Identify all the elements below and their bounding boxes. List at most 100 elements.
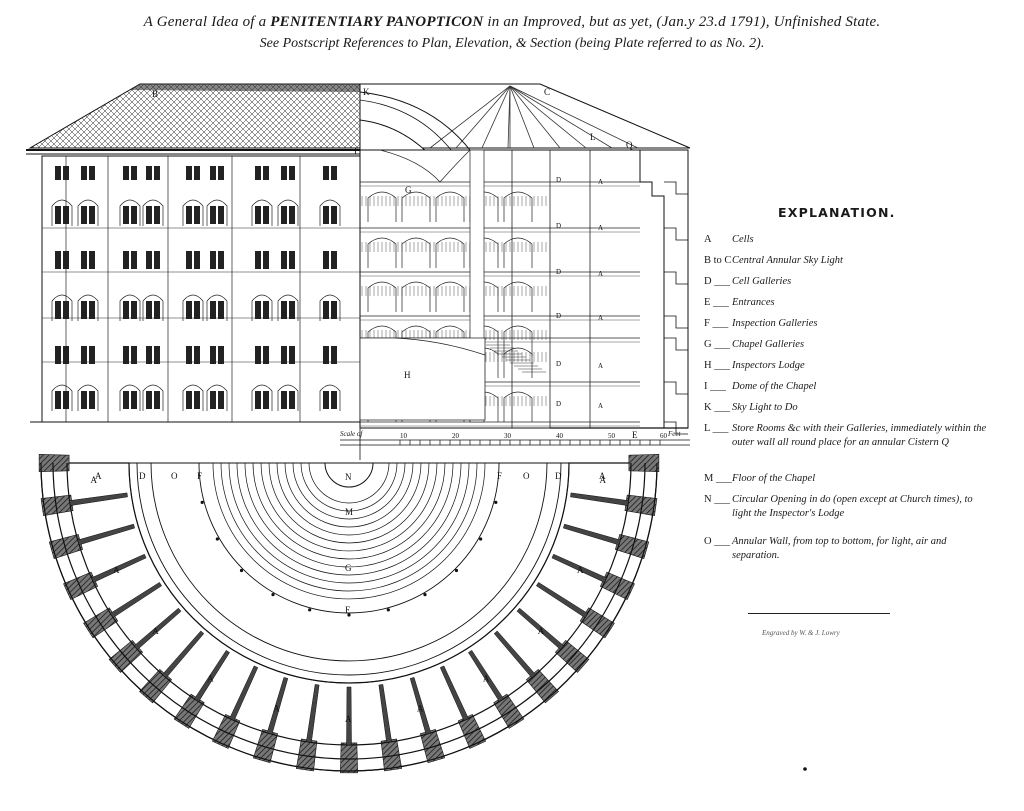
window [154,166,160,180]
window [218,346,224,364]
label-cell-a: A [598,362,603,370]
exp-text: Cells [732,234,754,245]
window [63,206,69,224]
window [186,301,192,319]
window [281,251,287,269]
window [289,251,295,269]
cell-wall [563,523,621,546]
window [154,206,160,224]
window [210,391,216,409]
window [323,391,329,409]
hatched-pier [108,639,144,673]
scale-tick-label: 40 [556,432,564,440]
window [194,346,200,364]
label-gallery-d: D [556,360,561,368]
hatched-pier [628,454,660,472]
label-plan-f: F [197,471,202,481]
window [281,301,287,319]
label-gallery-d: D [556,222,561,230]
window [55,206,61,224]
cell-wall [516,607,565,650]
exp-key: B to C [704,255,732,266]
window [63,166,69,180]
window [63,251,69,269]
scale-label: Scale of [340,430,363,438]
column-dot [215,537,219,541]
explanation-item: E ___Entrances [704,296,994,317]
window [154,346,160,364]
cell-wall [91,553,147,583]
hatched-pier [624,494,658,517]
window [89,251,95,269]
hatched-pier [211,713,241,749]
label-roof-k: K [363,87,370,97]
window [123,166,129,180]
window [331,346,337,364]
hatched-pier [38,454,70,472]
scale-tick-label: 60 [660,432,668,440]
elevation-view [26,83,361,423]
cell-wall [306,684,320,743]
scale-tick-label: 20 [452,432,460,440]
window [55,301,61,319]
hatched-pier [63,571,99,601]
window [323,251,329,269]
exp-key: M ___ [704,473,732,484]
title-block: A General Idea of a PENITENTIARY PANOPTI… [0,14,1024,52]
window [323,301,329,319]
plan-hatched-piers [38,454,660,774]
exp-key: O ___ [704,536,730,547]
window [263,391,269,409]
label-plan-a: A [345,714,352,724]
cell-wall [229,665,259,721]
window [263,166,269,180]
scale-tick-label: 30 [504,432,512,440]
window [255,206,261,224]
label-plan-a: A [207,674,214,684]
hatched-pier [48,533,84,560]
label-roof-c: C [544,87,550,97]
window [218,391,224,409]
label-cell-a: A [598,270,603,278]
window [263,251,269,269]
exp-key: N ___ [704,494,730,505]
exp-text: Annular Wall, from top to bottom, for li… [732,536,947,561]
exp-key: L ___ [704,423,729,434]
label-store-l: L [590,132,596,142]
window [289,206,295,224]
label-gallery-d: D [556,176,561,184]
window [81,301,87,319]
hatched-pier [525,668,559,704]
window [123,251,129,269]
explanation-item: I ___Dome of the Chapel [704,380,994,401]
window [194,251,200,269]
window [154,251,160,269]
window [55,391,61,409]
window [81,206,87,224]
label-plan-a: A [577,565,584,575]
explanation-item: G ___Chapel Galleries [704,338,994,359]
exp-text: Circular Opening in do (open except at C… [732,494,973,519]
exp-text: Inspection Galleries [732,318,818,329]
label-dome-i: I [354,146,357,156]
window [289,301,295,319]
window [218,166,224,180]
cell-wall [378,684,392,743]
title-line-2: See Postscript References to Plan, Eleva… [259,36,765,51]
explanation-item: N ___Circular Opening in do (open except… [704,493,994,535]
window [281,391,287,409]
facade-windows [51,166,341,411]
label-plan-g: G [345,563,352,573]
window [186,251,192,269]
label-plan-d: D [139,471,146,481]
label-gallery-d: D [556,268,561,276]
window [210,166,216,180]
column-dot [423,593,427,597]
column-dot [308,608,312,612]
column-dot [347,613,351,617]
label-plan-a: A [538,626,545,636]
label-roof-b: B [152,89,158,99]
window [186,391,192,409]
